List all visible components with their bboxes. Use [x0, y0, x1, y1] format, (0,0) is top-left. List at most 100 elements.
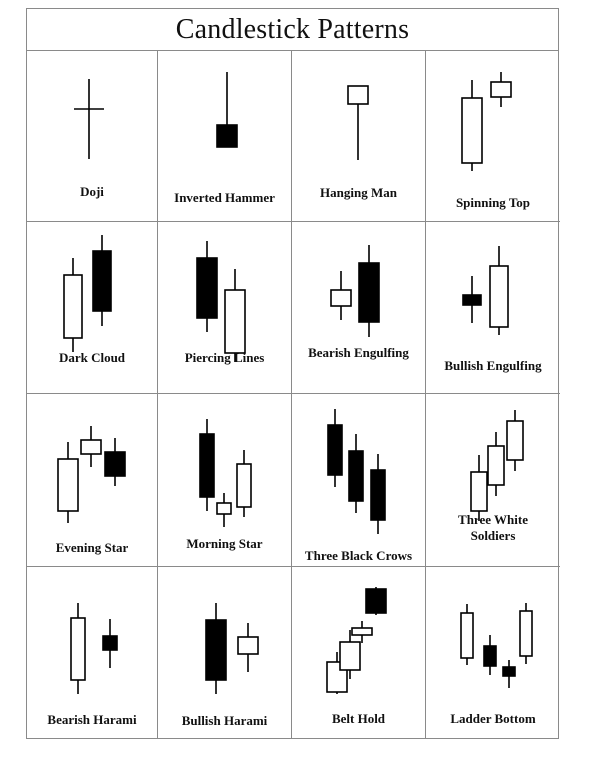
bullish-candle-body: [330, 289, 352, 307]
candlestick-diagram: [70, 603, 118, 694]
candlestick: [506, 410, 524, 471]
candlestick-diagram: [199, 419, 252, 527]
bullish-candle-body: [216, 502, 232, 515]
pattern-cell-bullish-engulfing: Bullish Engulfing: [426, 222, 560, 394]
bullish-candle-body: [460, 612, 474, 659]
pattern-cell-spinning-top: Spinning Top: [426, 50, 560, 222]
candlestick: [519, 603, 533, 664]
pattern-label: Morning Star: [186, 536, 263, 551]
pattern-cell-hanging-man: Hanging Man: [292, 50, 426, 222]
pattern-cell-belt-hold: Belt Hold: [292, 567, 426, 739]
candlestick: [502, 660, 516, 688]
candlestick-diagram: [470, 410, 524, 521]
candlestick: [224, 269, 246, 362]
candlestick: [483, 635, 497, 675]
candlestick-diagram: [216, 72, 238, 148]
candlestick: [462, 276, 482, 323]
pattern-cell-dark-cloud: Dark Cloud: [27, 222, 158, 394]
pattern-label: Doji: [80, 184, 104, 199]
candlestick-diagram: [327, 409, 386, 534]
candlestick: [365, 587, 387, 615]
candlestick: [330, 271, 352, 320]
candlestick-diagram: [196, 241, 246, 362]
pattern-label: Inverted Hammer: [174, 190, 275, 205]
pattern-label: Evening Star: [55, 540, 129, 555]
bullish-candle-body: [506, 420, 524, 461]
candlestick: [196, 241, 218, 332]
pattern-label: Belt Hold: [331, 711, 386, 726]
candlestick-diagram: [330, 245, 380, 337]
pattern-cell-inverted-hammer: Inverted Hammer: [158, 50, 292, 222]
candlestick-diagram: [205, 603, 259, 694]
pattern-label: Spinning Top: [455, 195, 531, 210]
bullish-candle-body: [519, 610, 533, 657]
candlestick: [216, 493, 232, 527]
candlestick: [461, 80, 483, 171]
bullish-candle-body: [57, 458, 79, 512]
candlestick: [205, 603, 227, 694]
candlestick: [104, 438, 126, 486]
pattern-cell-piercing-lines: Piercing Lines: [158, 222, 292, 394]
candlestick: [351, 621, 373, 643]
bearish-candle-body: [205, 619, 227, 681]
candlestick: [348, 434, 364, 513]
candlestick: [80, 426, 102, 467]
pattern-label: Bearish Engulfing: [308, 345, 409, 360]
bearish-candle-body: [358, 262, 380, 323]
candlestick: [370, 454, 386, 534]
candlestick-patterns-chart: Candlestick Patterns Doji Inverted Hammer…: [26, 8, 560, 739]
bearish-candle-body: [483, 645, 497, 667]
pattern-label: Bullish Engulfing: [444, 358, 542, 373]
pattern-label: Bearish Harami: [47, 712, 137, 727]
pattern-cell-bearish-engulfing: Bearish Engulfing: [292, 222, 426, 394]
candlestick: [63, 258, 83, 352]
candlestick-diagram: [326, 587, 387, 694]
candlestick-diagram: [347, 85, 369, 160]
pattern-cell-evening-star: Evening Star: [27, 394, 158, 567]
candlestick: [470, 455, 488, 521]
bullish-candle-body: [63, 274, 83, 339]
candlestick: [74, 79, 104, 159]
candlestick: [327, 409, 343, 487]
bullish-candle-body: [236, 463, 252, 508]
candlestick: [199, 419, 215, 511]
pattern-label: Dark Cloud: [58, 350, 126, 365]
bearish-candle-body: [502, 666, 516, 677]
candlestick: [92, 235, 112, 326]
pattern-cell-morning-star: Morning Star: [158, 394, 292, 567]
bullish-candle-body: [461, 97, 483, 164]
bearish-candle-body: [196, 257, 218, 319]
pattern-cell-ladder-bottom: Ladder Bottom: [426, 567, 560, 739]
candlestick: [236, 450, 252, 517]
candlestick: [57, 442, 79, 523]
candlestick-diagram: [63, 235, 112, 352]
candlestick: [339, 630, 361, 679]
bullish-candle-body: [490, 81, 512, 98]
bearish-candle-body: [365, 588, 387, 614]
candlestick: [487, 432, 505, 496]
bullish-candle-body: [470, 471, 488, 512]
pattern-cell-three-white-soldiers: Three White Soldiers: [426, 394, 560, 567]
candlestick: [489, 246, 509, 335]
candlestick: [347, 85, 369, 160]
page-title: Candlestick Patterns: [27, 9, 558, 51]
candlestick-diagram: [57, 426, 126, 523]
bearish-candle-body: [462, 294, 482, 306]
pattern-label: Three White Soldiers: [458, 512, 528, 543]
bullish-candle-body: [224, 289, 246, 354]
bearish-candle-body: [102, 635, 118, 651]
bullish-candle-body: [237, 636, 259, 655]
pattern-label: Three Black Crows: [304, 548, 413, 563]
pattern-label: Ladder Bottom: [450, 711, 536, 726]
candlestick-diagram: [74, 79, 104, 159]
candlestick-diagram: [462, 246, 509, 335]
candlestick: [237, 623, 259, 672]
bullish-candle-body: [70, 617, 86, 681]
bearish-candle-body: [104, 451, 126, 477]
pattern-label: Bullish Harami: [181, 713, 268, 728]
bullish-candle-body: [347, 85, 369, 105]
pattern-cell-three-black-crows: Three Black Crows: [292, 394, 426, 567]
bullish-candle-body: [489, 265, 509, 328]
candlestick-diagram: [461, 72, 512, 171]
bearish-candle-body: [216, 124, 238, 148]
